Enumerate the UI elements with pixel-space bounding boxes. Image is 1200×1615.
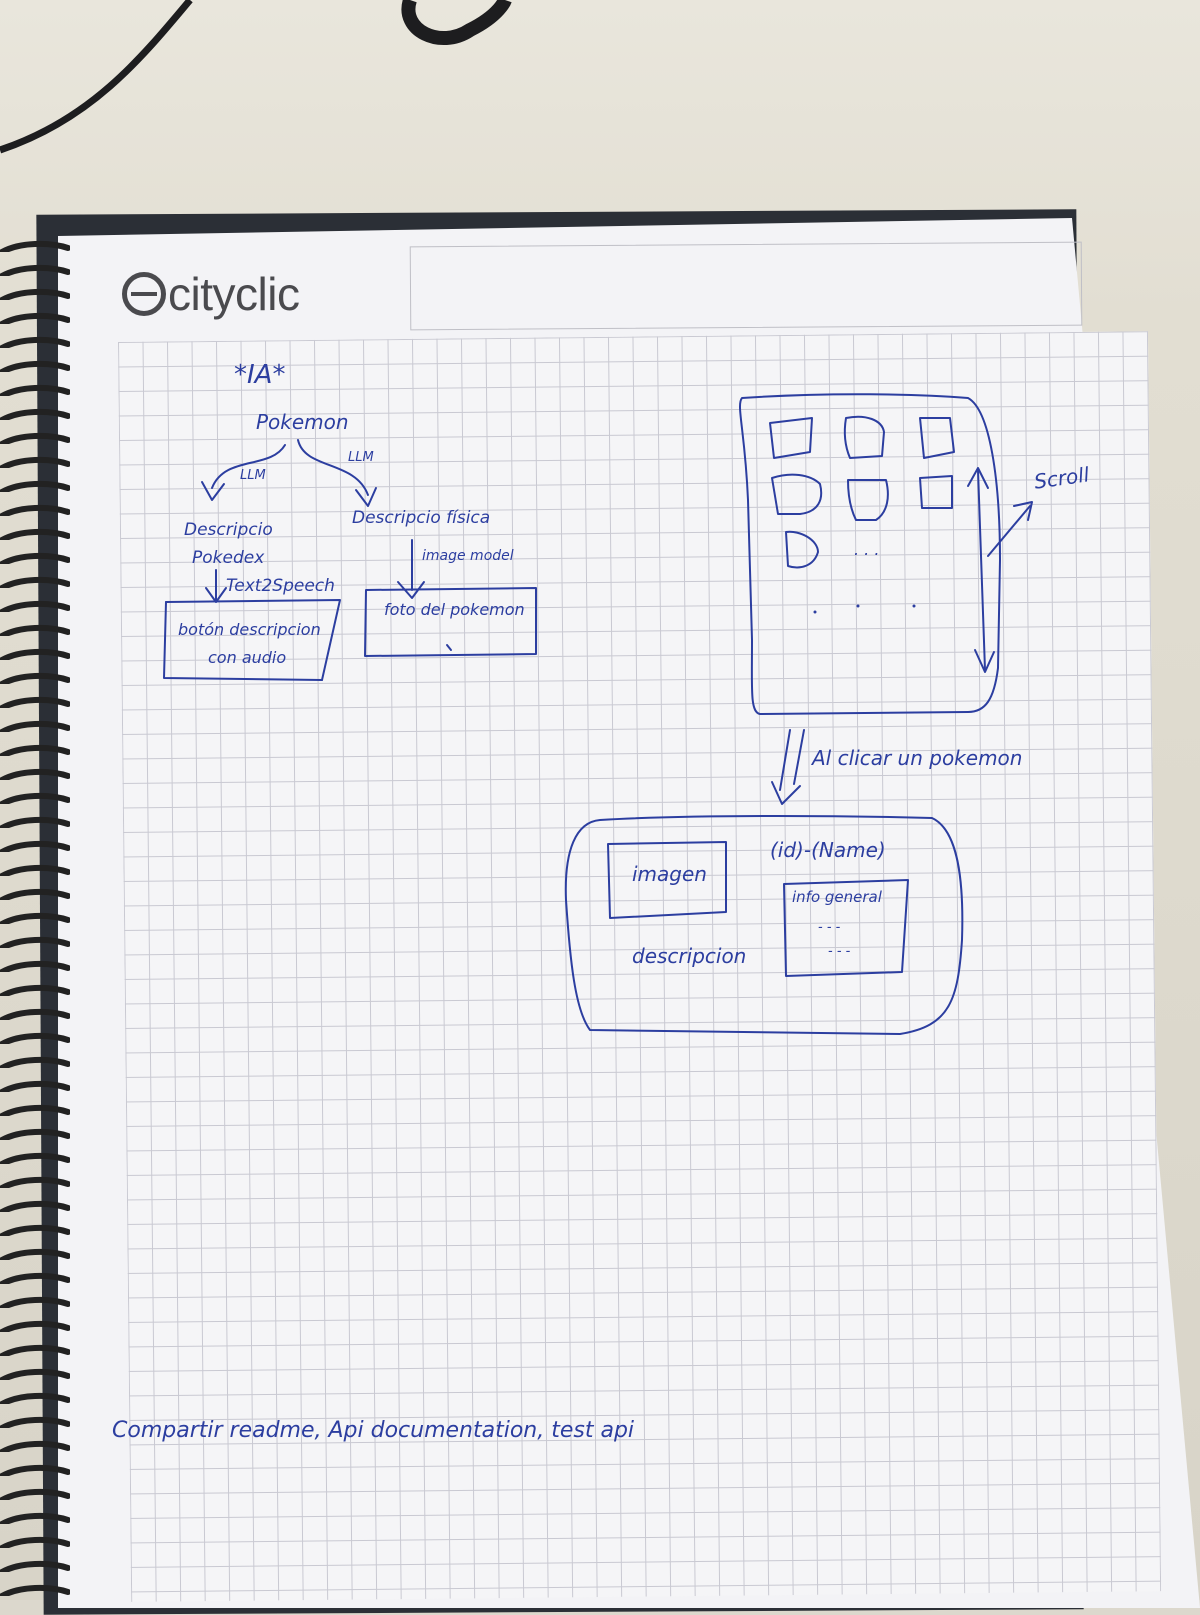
spiral-coil <box>0 336 70 348</box>
spiral-coil <box>0 888 70 900</box>
spiral-coil <box>0 1296 70 1308</box>
spiral-coil <box>0 480 70 492</box>
spiral-coil <box>0 864 70 876</box>
spiral-coil <box>0 1344 70 1356</box>
spiral-coil <box>0 768 70 780</box>
spiral-coil <box>0 936 70 948</box>
spiral-coil <box>0 504 70 516</box>
spiral-coil <box>0 432 70 444</box>
left-node-line1: Descripcio <box>184 520 273 540</box>
transition-label: Al clicar un pokemon <box>812 746 1023 770</box>
spiral-coil <box>0 984 70 996</box>
spiral-coil <box>0 1488 70 1500</box>
logo-text: cityclic <box>168 268 300 320</box>
spiral-coil <box>0 672 70 684</box>
spiral-coil <box>0 600 70 612</box>
spiral-coil <box>0 1512 70 1524</box>
spiral-coil <box>0 1056 70 1068</box>
spiral-coil <box>0 1176 70 1188</box>
spiral-coil <box>0 1248 70 1260</box>
spiral-coil <box>0 816 70 828</box>
spiral-coil <box>0 1104 70 1116</box>
spiral-coil <box>0 912 70 924</box>
spiral-coil <box>0 840 70 852</box>
right-box-label: foto del pokemon <box>384 600 525 619</box>
spiral-coil <box>0 1272 70 1284</box>
spiral-coil <box>0 1032 70 1044</box>
spiral-coil <box>0 288 70 300</box>
detail-image-label: imagen <box>632 862 707 886</box>
logo-mark-icon <box>122 272 166 316</box>
spiral-coil <box>0 576 70 588</box>
detail-info-label: info general <box>792 888 882 906</box>
spiral-coil <box>0 312 70 324</box>
spiral-coil <box>0 1368 70 1380</box>
tree-root-label: Pokemon <box>256 410 349 434</box>
spiral-coil <box>0 552 70 564</box>
spiral-coil <box>0 1128 70 1140</box>
spiral-coil <box>0 960 70 972</box>
spiral-coil <box>0 1320 70 1332</box>
notes-title: *IA* <box>234 360 286 390</box>
spiral-coil <box>0 1224 70 1236</box>
spiral-coil <box>0 240 70 252</box>
right-node-label: Descripcio física <box>352 508 491 528</box>
grid-more-dots: . . . <box>854 540 880 559</box>
detail-description-label: descripcion <box>632 944 747 968</box>
spiral-coil <box>0 624 70 636</box>
spiral-coil <box>0 1440 70 1452</box>
spiral-coil <box>0 696 70 708</box>
footer-todo-text: Compartir readme, Api documentation, tes… <box>112 1418 635 1443</box>
spiral-coil <box>0 528 70 540</box>
spiral-coil <box>0 1392 70 1404</box>
spiral-coil <box>0 1080 70 1092</box>
spiral-coil <box>0 1416 70 1428</box>
spiral-coil <box>0 648 70 660</box>
detail-info-dots-2: - - - <box>828 944 851 959</box>
right-arrow-label: image model <box>422 548 514 564</box>
spiral-coil <box>0 1464 70 1476</box>
spiral-coil <box>0 1152 70 1164</box>
spiral-coil <box>0 1536 70 1548</box>
spiral-coil <box>0 264 70 276</box>
left-arrow-label: Text2Speech <box>226 576 335 596</box>
spiral-coil <box>0 384 70 396</box>
detail-info-dots-1: - - - <box>818 920 841 935</box>
detail-header-label: (id)-(Name) <box>770 838 886 862</box>
spiral-coil <box>0 744 70 756</box>
spiral-coil <box>0 360 70 372</box>
spiral-coil <box>0 720 70 732</box>
left-box-line1: botón descripcion <box>178 620 321 639</box>
spiral-coil <box>0 456 70 468</box>
spiral-coil <box>0 408 70 420</box>
left-node-line2: Pokedex <box>192 548 265 568</box>
spiral-coil <box>0 792 70 804</box>
spiral-coil <box>0 1200 70 1212</box>
left-box-line2: con audio <box>208 648 287 667</box>
edge-right-label: LLM <box>348 450 374 465</box>
spiral-coil <box>0 1584 70 1596</box>
edge-left-label: LLM <box>240 468 266 483</box>
brand-logo: cityclic <box>122 266 300 321</box>
spiral-coil <box>0 1008 70 1020</box>
spiral-coil <box>0 1560 70 1572</box>
